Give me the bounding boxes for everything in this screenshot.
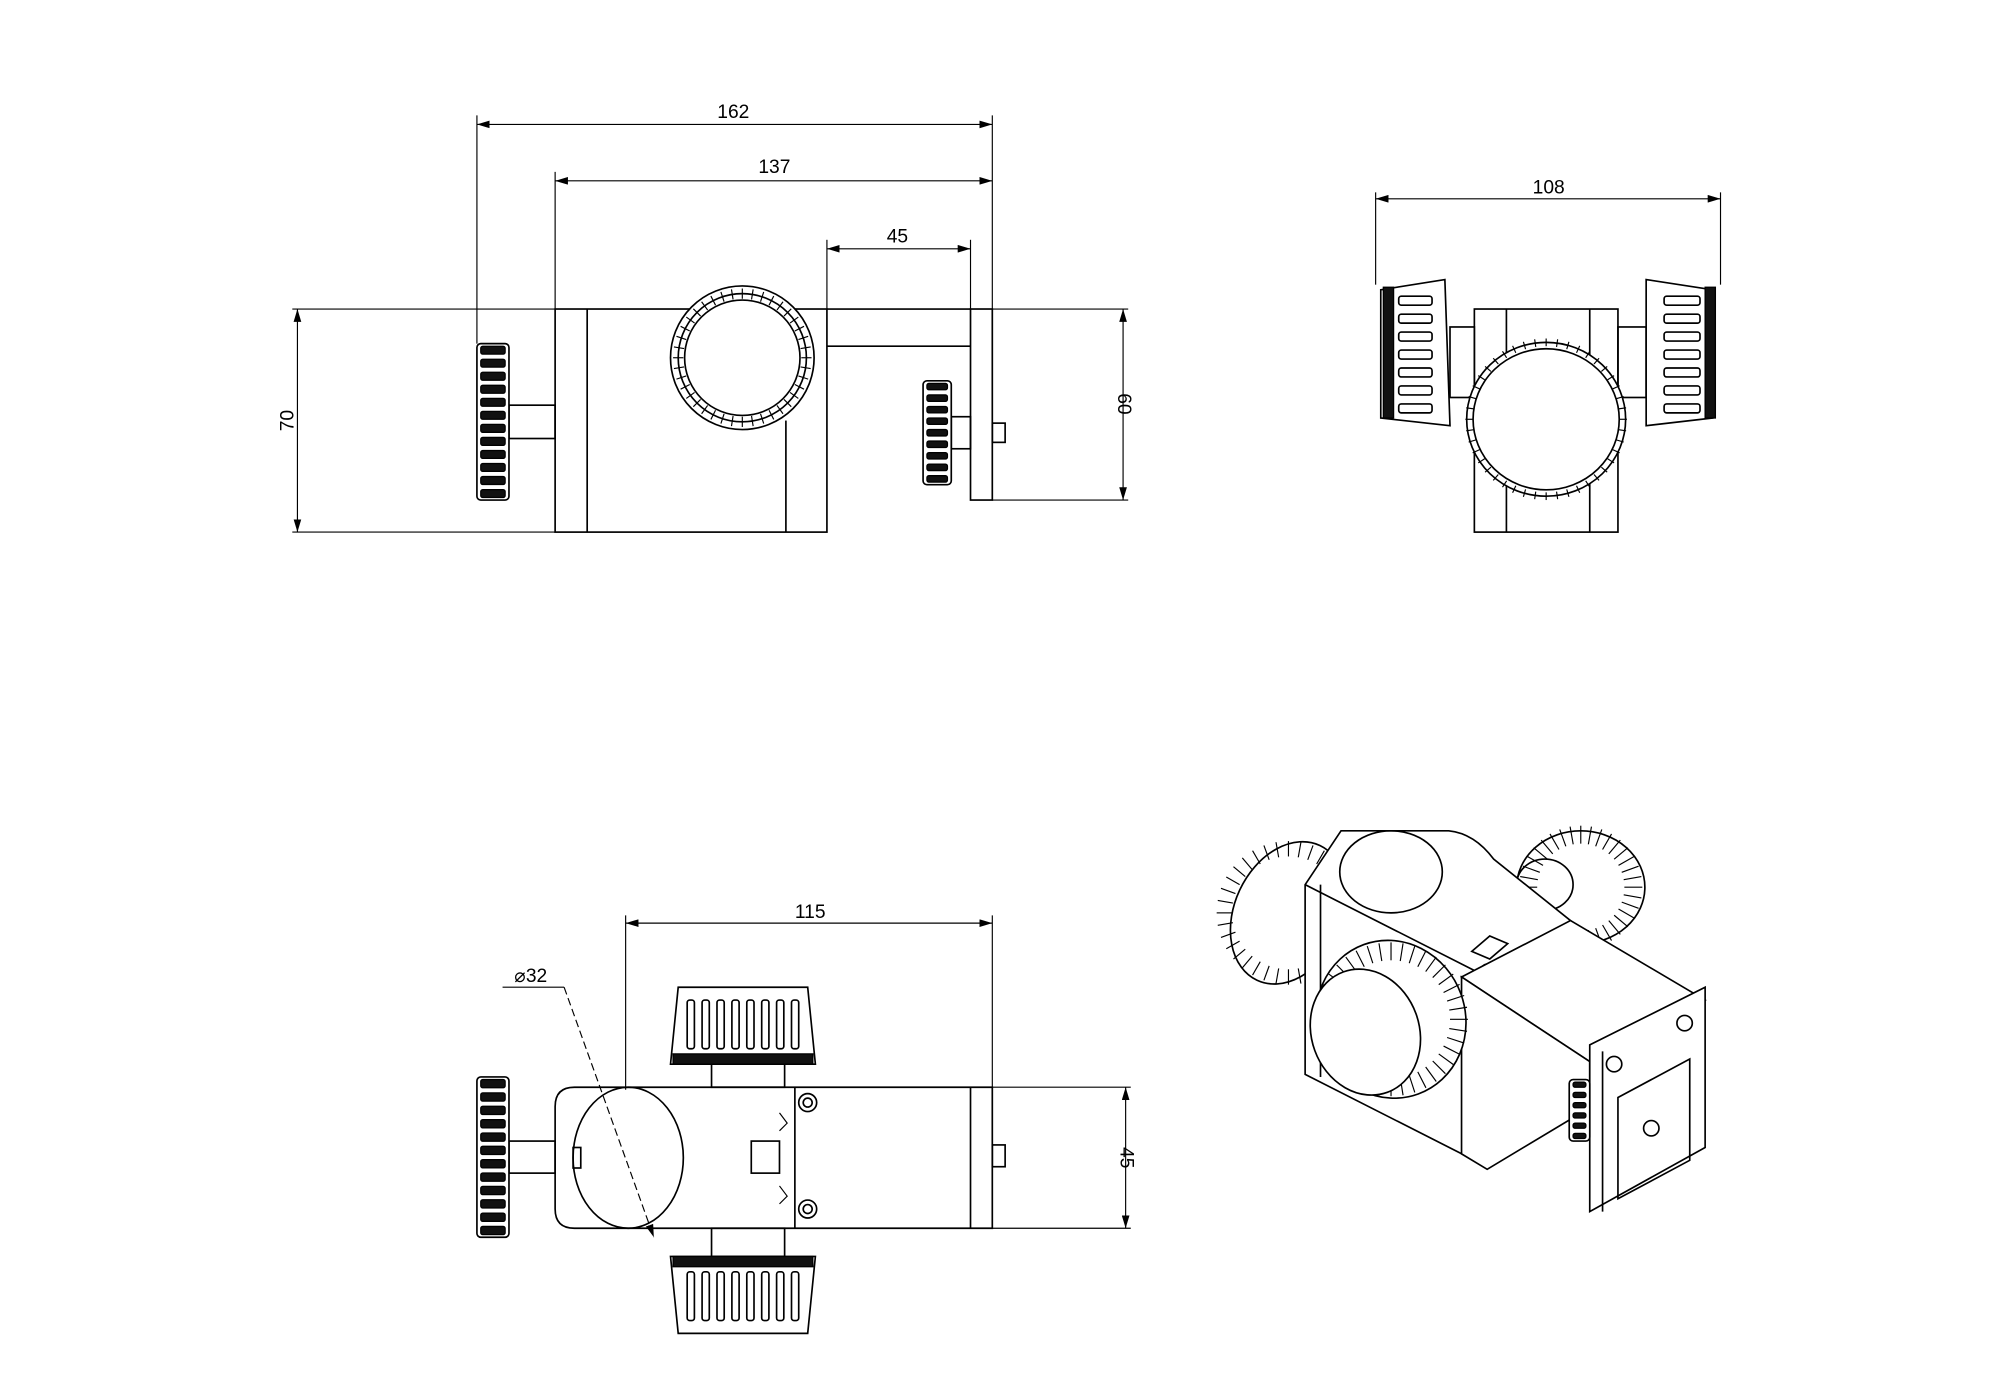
pin	[991, 1144, 1006, 1168]
dimension-45-arm: 45	[826, 226, 972, 310]
knob-front	[1309, 939, 1468, 1100]
dimension-label: 45	[1116, 1147, 1137, 1168]
knob-small	[1568, 1078, 1591, 1142]
front-view: 162 137 45 70 60	[278, 102, 1134, 533]
isometric-view	[1216, 825, 1707, 1214]
knob-left	[476, 1076, 510, 1239]
side-view: 108	[1375, 178, 1722, 533]
dimension-108: 108	[1375, 178, 1722, 285]
dimension-label: 137	[758, 157, 790, 178]
dimension-162: 162	[476, 102, 993, 344]
bore-hole	[1338, 829, 1444, 914]
shaft	[950, 415, 972, 450]
shaft	[508, 1140, 556, 1174]
dimension-label: 60	[1113, 393, 1134, 414]
shaft	[1617, 326, 1647, 399]
end-plate	[969, 308, 994, 501]
screw-icon	[797, 1199, 818, 1219]
dimension-label: 162	[717, 102, 749, 123]
dimension-label: 70	[278, 410, 299, 431]
knob-small	[922, 379, 953, 486]
knurled-knob-face	[1465, 338, 1627, 501]
knob-left	[1379, 278, 1451, 427]
latch	[750, 1140, 781, 1174]
knob-top	[669, 986, 817, 1065]
dimension-60: 60	[992, 308, 1134, 501]
screw-icon	[797, 1092, 818, 1113]
dimension-137: 137	[554, 157, 993, 310]
dimension-label: 115	[795, 902, 826, 923]
dimension-label: 45	[887, 226, 908, 247]
shaft	[710, 1063, 786, 1089]
top-view: 115 ⌀32 45	[476, 902, 1137, 1335]
shaft	[710, 1227, 786, 1258]
knob-bottom	[669, 1255, 817, 1335]
dimension-label: 108	[1533, 178, 1565, 199]
dimension-diameter-32: ⌀32	[502, 966, 655, 1238]
bore-hole	[572, 1086, 685, 1230]
dimension-70: 70	[278, 308, 556, 533]
knob-left	[476, 342, 510, 501]
shaft	[1449, 326, 1476, 399]
dimension-45-depth: 45	[992, 1086, 1137, 1229]
clamp-body	[554, 1086, 994, 1230]
pin	[1642, 1119, 1660, 1137]
knurled-knob-front	[669, 285, 815, 431]
knob-right	[1645, 278, 1717, 427]
dimension-115: 115	[625, 902, 993, 1090]
pin	[991, 422, 1006, 444]
shaft	[508, 404, 556, 440]
dimension-label: ⌀32	[514, 966, 547, 987]
